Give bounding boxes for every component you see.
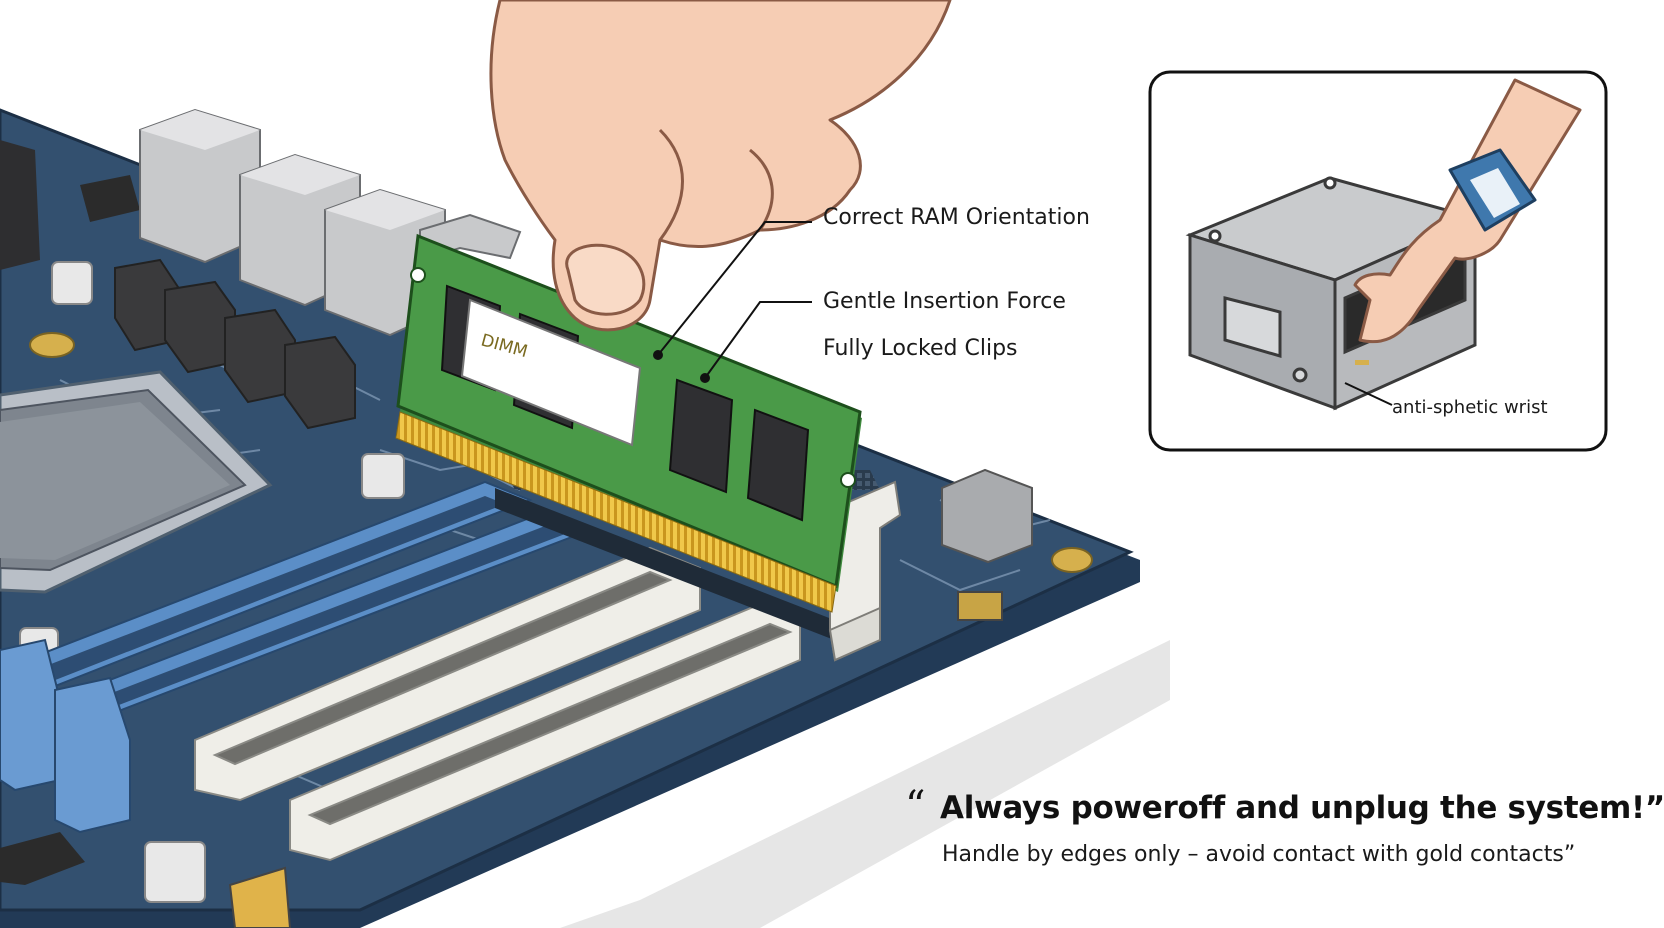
dimm-latch (828, 480, 902, 662)
dimm-label-sticker (460, 298, 642, 447)
warning-title: Always poweroff and unplug the system!” (940, 790, 1664, 826)
ram-module-icon (395, 233, 862, 613)
inset-caption: anti-sphetic wrist (1392, 397, 1548, 418)
warning-subtitle: Handle by edges only – avoid contact wit… (942, 842, 1576, 867)
callout-lines (653, 221, 812, 383)
hand-icon (489, 0, 952, 332)
inset-panel (1148, 70, 1608, 452)
callout-gentle-insertion-force: Gentle Insertion Force (823, 289, 1066, 314)
callout-correct-ram-orientation: Correct RAM Orientation (823, 205, 1090, 230)
open-quote-mark: “ (905, 783, 926, 829)
wrist-strap-icon (1353, 78, 1582, 344)
motherboard-icon (0, 108, 1140, 928)
callout-fully-locked-clips: Fully Locked Clips (823, 336, 1018, 361)
